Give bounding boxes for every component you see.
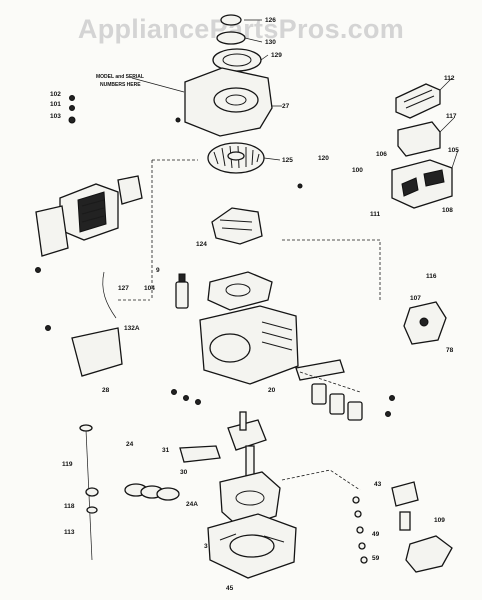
callout-24a: 24A	[186, 501, 198, 508]
callout-129: 129	[271, 52, 282, 59]
fuel-tank-plate-part	[35, 205, 69, 257]
engine-base-part	[207, 513, 297, 579]
air-filter-part	[397, 121, 441, 157]
callout-104: 104	[144, 285, 155, 292]
callout-30: 30	[180, 469, 188, 476]
callout-126: 126	[265, 17, 276, 24]
assembly-line	[282, 239, 381, 300]
spark-plug-part	[175, 273, 189, 309]
callout-49: 49	[372, 531, 380, 538]
governor-parts-group	[391, 481, 419, 531]
repair-kit-part	[405, 535, 453, 573]
callout-125: 125	[282, 157, 293, 164]
carburetor-gasket-part	[117, 175, 143, 205]
callout-28: 28	[102, 387, 110, 394]
callout-100: 100	[352, 167, 363, 174]
callout-20: 20	[268, 387, 276, 394]
air-cleaner-cover-part	[395, 83, 441, 119]
callout-113: 113	[64, 529, 75, 536]
valve-parts-group	[295, 359, 363, 421]
muffler-bracket-part	[71, 327, 123, 377]
air-cleaner-body-part	[391, 159, 453, 209]
bolt-stack-group	[352, 496, 368, 564]
ignition-coil-part	[211, 207, 263, 245]
starter-cap-part	[216, 14, 246, 45]
fastener-group	[35, 95, 395, 417]
carburetor-part	[59, 183, 119, 241]
oil-sump-part	[219, 471, 281, 529]
callout-9: 9	[156, 267, 160, 274]
callout-103: 103	[50, 113, 61, 120]
cylinder-block-part	[199, 305, 299, 385]
piston-rings-part	[124, 483, 180, 501]
crankshaft-part	[227, 411, 267, 485]
callout-124: 124	[196, 241, 207, 248]
assembly-line	[281, 469, 361, 491]
leader-line	[263, 105, 282, 161]
callout-112: 112	[444, 75, 455, 82]
assembly-line	[299, 371, 361, 393]
fuel-line-part	[102, 271, 117, 319]
leader-line	[131, 77, 185, 93]
callout-107: 107	[410, 295, 421, 302]
callout-27: 27	[282, 103, 290, 110]
callout-127: 127	[118, 285, 129, 292]
callout-130: 130	[265, 39, 276, 46]
callout-45: 45	[226, 585, 234, 592]
callout-111: 111	[370, 211, 381, 218]
leader-line	[244, 19, 269, 61]
callout-31: 31	[162, 447, 170, 454]
dipstick-part	[79, 424, 99, 561]
assembly-line	[151, 159, 198, 300]
leader-line	[439, 77, 459, 169]
callout-117: 117	[446, 113, 457, 120]
callout-102: 102	[50, 91, 61, 98]
callout-101: 101	[50, 101, 61, 108]
callout-24: 24	[126, 441, 134, 448]
model-serial-note-line1: MODEL and SERIAL	[96, 74, 144, 80]
connecting-rod-part	[179, 445, 221, 463]
callout-118: 118	[64, 503, 75, 510]
head-gasket-part	[207, 271, 273, 311]
callout-106: 106	[376, 151, 387, 158]
flywheel-part	[207, 142, 265, 174]
model-serial-note-line2: NUMBERS HERE	[100, 82, 141, 88]
callout-105: 105	[448, 147, 459, 154]
callout-43: 43	[374, 481, 382, 488]
callout-116: 116	[426, 273, 437, 280]
callout-132a: 132A	[124, 325, 140, 332]
callout-109: 109	[434, 517, 445, 524]
callout-119: 119	[62, 461, 73, 468]
callout-3: 3	[204, 543, 208, 550]
callout-108: 108	[442, 207, 453, 214]
callout-120: 120	[318, 155, 329, 162]
fuel-pump-part	[403, 301, 447, 345]
callout-59: 59	[372, 555, 380, 562]
callout-78: 78	[446, 347, 454, 354]
starter-pulley-part	[212, 48, 262, 72]
blower-housing-part	[184, 67, 273, 137]
